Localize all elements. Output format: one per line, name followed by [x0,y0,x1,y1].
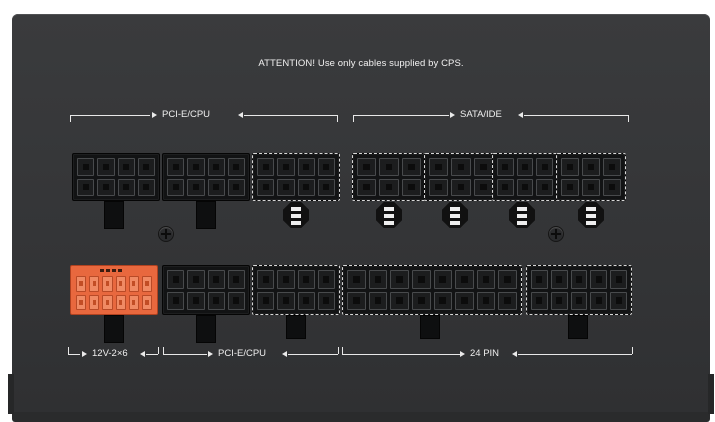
bracket-line [337,115,338,122]
bracket-line [353,115,354,122]
connector-24pin-main [342,265,522,315]
bracket-line [158,347,159,354]
connector-pcie-5 [252,265,340,315]
arrow-left-icon [518,112,523,118]
connector-latch [196,201,216,229]
arrow-left-icon [238,112,243,118]
bracket-line [342,347,343,354]
bracket-line [146,354,158,355]
arrow-left-icon [282,351,287,357]
bracket-line [244,115,338,116]
connector-latch [104,315,124,343]
connector-24pin-aux [526,265,632,315]
connector-key [442,202,468,228]
connector-latch [420,315,440,339]
bracket-line [628,115,629,122]
panel-foot-left [8,374,14,414]
arrow-right-icon [152,112,157,118]
arrow-left-icon [140,351,145,357]
connector-12v-2x6 [70,265,158,315]
bracket-line [518,354,632,355]
label-top-sata: SATA/IDE [460,109,502,120]
connector-key [376,202,402,228]
connector-pcie-1 [72,153,160,201]
bracket-line [70,115,150,116]
bracket-line [353,115,449,116]
connector-latch [196,315,216,343]
bracket-line [68,354,80,355]
psu-panel: ATTENTION! Use only cables supplied by C… [8,14,714,422]
connector-sata-3 [492,153,558,201]
panel-foot-right [708,374,714,414]
arrow-left-icon [512,351,517,357]
connector-sata-1 [352,153,426,201]
label-bottom-24pin: 24 PIN [470,348,500,359]
connector-sata-4 [556,153,626,201]
arrow-right-icon [82,351,87,357]
screw-icon [158,226,174,242]
attention-notice: ATTENTION! Use only cables supplied by C… [258,58,464,69]
connector-latch [104,201,124,229]
arrow-right-icon [450,112,455,118]
bracket-line [70,115,71,122]
bracket-line [338,347,339,354]
label-bottom-pcie: PCI-E/CPU [218,348,267,359]
connector-sata-2 [424,153,498,201]
connector-pcie-3 [252,153,340,201]
bracket-line [288,354,338,355]
arrow-right-icon [208,351,213,357]
sense-pins [100,269,122,272]
bracket-line [342,354,460,355]
bracket-line [163,347,164,354]
bracket-line [68,347,69,354]
bracket-line [632,347,633,354]
connector-key [578,202,604,228]
screw-icon [548,226,564,242]
label-bottom-12v: 12V-2×6 [92,348,128,359]
bracket-line [524,115,629,116]
connector-pcie-2 [162,153,250,201]
panel-bottom-edge [12,412,710,422]
bracket-line [163,354,207,355]
connector-latch [568,315,588,339]
label-top-pcie: PCI-E/CPU [162,109,211,120]
connector-latch [286,315,306,339]
connector-key [283,202,309,228]
arrow-right-icon [460,351,465,357]
connector-key [509,202,535,228]
connector-pcie-4 [162,265,250,315]
